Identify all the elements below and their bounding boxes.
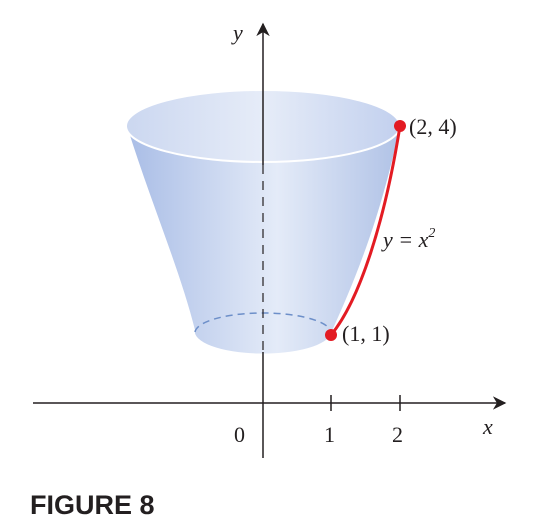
point-label-2-4: (2, 4) [409, 114, 457, 139]
point-1-1 [325, 329, 337, 341]
curve-equation-base: y = x [381, 227, 429, 252]
point-2-4 [394, 120, 406, 132]
x-tick-label-1: 1 [324, 422, 335, 447]
y-axis-label: y [231, 20, 243, 45]
solid-side-surface [127, 126, 400, 354]
parabola-curve [329, 125, 402, 336]
x-tick-label-2: 2 [392, 422, 403, 447]
point-label-1-1: (1, 1) [342, 321, 390, 346]
curve-equation-label: y = x2 [381, 226, 435, 252]
x-axis-label: x [482, 414, 493, 439]
bottom-circle-hidden-edge [194, 312, 332, 335]
origin-label: 0 [234, 422, 245, 447]
figure-caption: FIGURE 8 [30, 490, 155, 520]
curve-equation-exponent: 2 [428, 226, 435, 241]
